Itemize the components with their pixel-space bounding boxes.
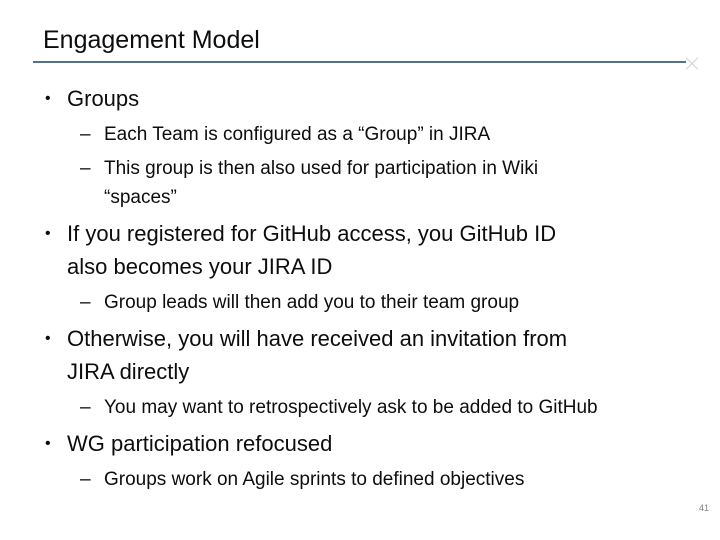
bullet-text: Otherwise, you will have received an inv… <box>67 326 568 384</box>
dash-icon: – <box>80 469 91 490</box>
bullet-text: Groups work on Agile sprints to defined … <box>104 469 525 490</box>
bullet-text: If you registered for GitHub access, you… <box>67 221 557 279</box>
dash-icon: – <box>80 292 91 313</box>
bullet-item-level-1: • Otherwise, you will have received an in… <box>45 322 697 388</box>
dash-icon: – <box>80 158 91 179</box>
bullet-item-level-1: • WG participation refocused <box>45 427 697 460</box>
separator-end-flourish-icon <box>684 56 700 72</box>
bullet-text: This group is then also used for partici… <box>104 158 539 208</box>
bullet-icon: • <box>45 330 51 347</box>
dash-icon: – <box>80 397 91 418</box>
bullet-list: •Groups–Each Team is configured as a “Gr… <box>45 82 697 499</box>
bullet-icon: • <box>45 90 51 107</box>
bullet-text: You may want to retrospectively ask to b… <box>104 397 598 418</box>
dash-icon: – <box>80 124 91 145</box>
title-separator-line <box>33 61 686 63</box>
bullet-item-level-2: –Group leads will then add you to their … <box>80 288 697 317</box>
bullet-item-level-1: • If you registered for GitHub access, yo… <box>45 217 697 283</box>
bullet-text: Groups <box>67 86 140 111</box>
slide-title: Engagement Model <box>43 26 260 54</box>
bullet-text: Each Team is configured as a “Group” in … <box>104 124 491 145</box>
bullet-item-level-2: –This group is then also used for partic… <box>80 154 697 212</box>
bullet-item-level-2: –Each Team is configured as a “Group” in… <box>80 120 697 149</box>
bullet-text: WG participation refocused <box>67 431 333 456</box>
bullet-item-level-2: –Groups work on Agile sprints to defined… <box>80 465 697 494</box>
bullet-icon: • <box>45 225 51 242</box>
bullet-item-level-2: –You may want to retrospectively ask to … <box>80 393 697 422</box>
bullet-item-level-1: • Groups <box>45 82 697 115</box>
page-number: 41 <box>698 503 709 513</box>
bullet-text: Group leads will then add you to their t… <box>104 292 520 313</box>
bullet-icon: • <box>45 435 51 452</box>
